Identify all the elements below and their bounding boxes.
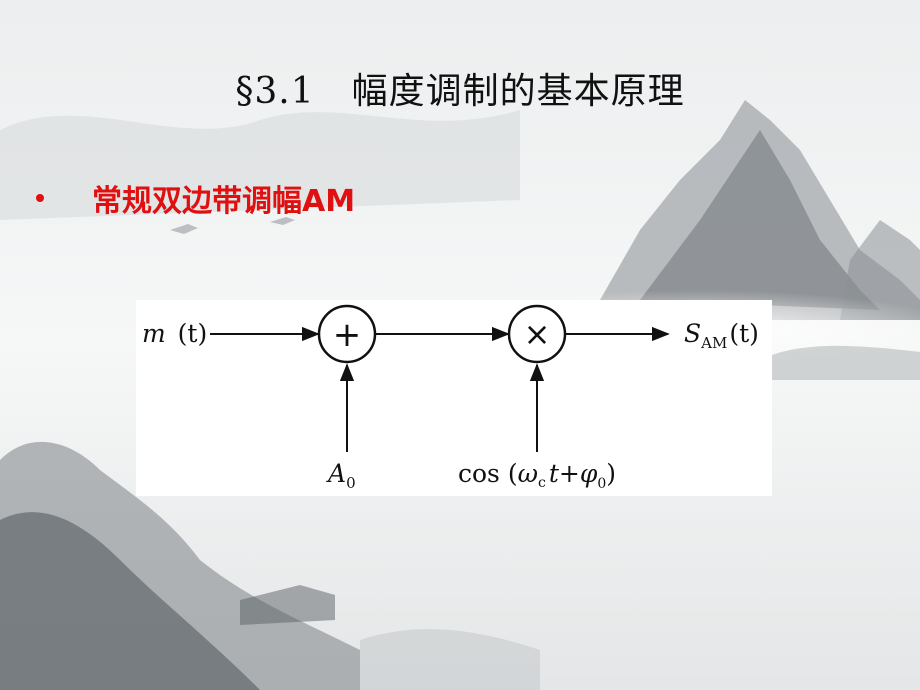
dc-component-label: A0 [326, 459, 356, 492]
adder-node [317, 304, 377, 364]
input-signal-label: m (t) [142, 319, 207, 348]
multiplier-times-icon: × [524, 315, 551, 353]
bullet-dot-icon [36, 194, 44, 202]
slide-title: §3.1 幅度调制的基本原理 [235, 71, 685, 112]
bullet-text: 常规双边带调幅AM [92, 184, 356, 219]
output-signal-label: SAM(t) [684, 319, 759, 352]
adder-plus-icon: + [333, 315, 362, 355]
bullet-item: 常规双边带调幅AM [36, 176, 355, 220]
multiplier-node [507, 304, 567, 364]
